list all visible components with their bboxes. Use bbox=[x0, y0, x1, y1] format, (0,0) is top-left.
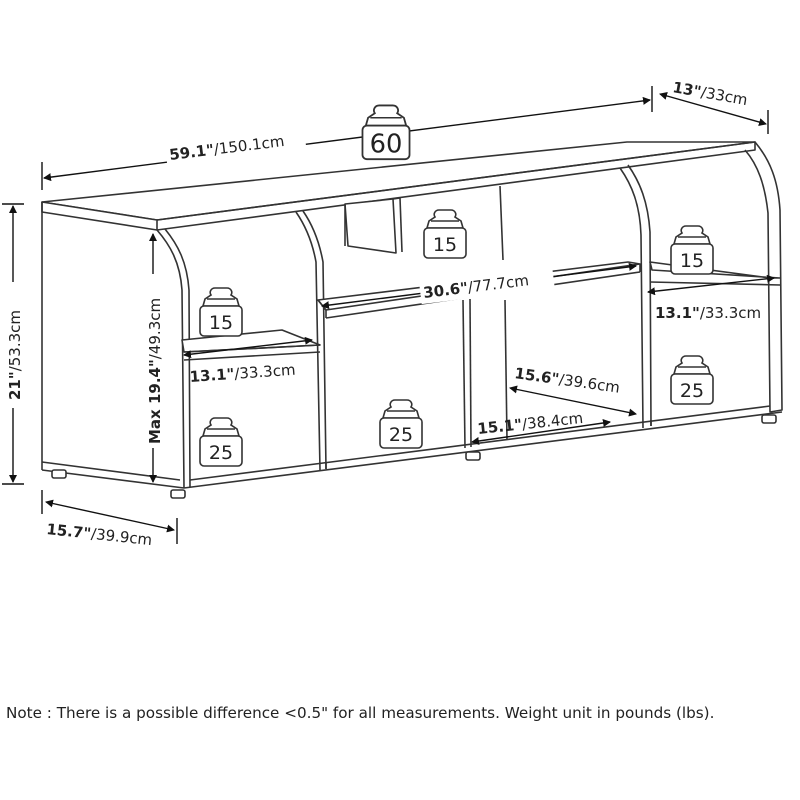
weight-icon-left-upper: 15 bbox=[199, 287, 243, 337]
weight-icon-right-upper: 15 bbox=[670, 225, 714, 275]
weight-icon-top: 60 bbox=[361, 104, 411, 161]
weight-value-left-upper: 15 bbox=[209, 312, 233, 334]
width-dimension-line bbox=[43, 96, 651, 182]
dimension-labels: 59.1"/150.1cm 13"/33cm 21"/53.3cm Max 19… bbox=[3, 78, 761, 549]
weight-value-top: 60 bbox=[370, 129, 403, 159]
measurement-note: Note : There is a possible difference <0… bbox=[6, 704, 715, 722]
depth-top-label: 13"/33cm bbox=[671, 78, 749, 109]
weight-value-left-lower: 25 bbox=[209, 442, 233, 464]
left-shelf-dimension-line bbox=[183, 336, 313, 359]
right-shelf-label: 13.1"/33.3cm bbox=[655, 304, 761, 322]
depth-base-dimension-line bbox=[45, 499, 175, 533]
left-shelf-label: 13.1"/33.3cm bbox=[189, 361, 296, 386]
weight-icon-left-lower: 25 bbox=[199, 417, 243, 467]
weight-icon-right-lower: 25 bbox=[670, 355, 714, 405]
weight-value-center-top: 15 bbox=[433, 234, 457, 256]
weight-icon-center-top: 15 bbox=[423, 209, 467, 259]
weight-icon-center-lower: 25 bbox=[379, 399, 423, 449]
weight-value-right-upper: 15 bbox=[680, 250, 704, 272]
right-shelf-dimension-line bbox=[647, 274, 775, 296]
weight-icons: 60 15 15 15 25 25 25 bbox=[199, 104, 714, 467]
weight-value-right-lower: 25 bbox=[680, 380, 704, 402]
depth-base-label: 15.7"/39.9cm bbox=[46, 520, 153, 549]
depth-top-dimension-line bbox=[659, 92, 767, 126]
lower-width-a-dimension-line bbox=[509, 385, 637, 417]
weight-value-center-lower: 25 bbox=[389, 424, 413, 446]
max-height-label: Max 19.4"/49.3cm bbox=[146, 298, 164, 444]
lower-width-b-dimension-line bbox=[471, 419, 611, 445]
height-label: 21"/53.3cm bbox=[6, 310, 24, 400]
